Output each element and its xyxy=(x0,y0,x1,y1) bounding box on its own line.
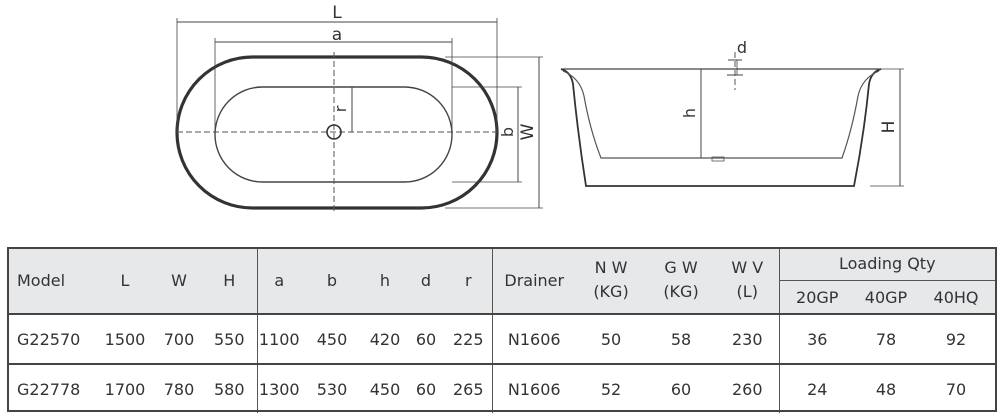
cell-L: 1700 xyxy=(104,379,146,399)
cell-40gp: 48 xyxy=(875,379,897,399)
dimension-label-W: W xyxy=(518,123,538,140)
cell-nw: 50 xyxy=(576,314,646,365)
cell-20gp: 36 xyxy=(778,314,855,365)
cell-model: G22778 xyxy=(17,379,81,399)
top-view: L a r b W xyxy=(175,3,543,212)
table-header-row: Model L W H a b h d r Drainer N W (KG) G… xyxy=(7,247,996,315)
cell-d: 60 xyxy=(415,379,437,399)
dimension-label-h: h xyxy=(680,108,699,118)
header-water-volume: W V (L) xyxy=(716,247,779,315)
header-gw-line1: G W xyxy=(664,258,698,277)
cell-wv: 230 xyxy=(716,314,779,365)
dimension-label-d: d xyxy=(737,38,747,57)
drain-hole xyxy=(326,124,342,140)
table-subheader-row: 20GP 40GP 40HQ xyxy=(7,280,996,315)
cell-model: G22570 xyxy=(7,314,94,365)
cell-drainer: N1606 xyxy=(491,314,576,365)
header-nw-line2: (KG) xyxy=(593,282,629,301)
cell-gw: 58 xyxy=(646,314,716,365)
cell-W: 780 xyxy=(163,379,195,399)
cell-b: 450 xyxy=(301,314,363,365)
cell-40gp: 78 xyxy=(855,314,917,365)
header-loading-qty: Loading Qty xyxy=(778,247,996,281)
cell-d: 60 xyxy=(407,314,445,365)
cell-H: 580 xyxy=(213,379,245,399)
header-40hq: 40HQ xyxy=(917,280,996,315)
dimension-label-b: b xyxy=(498,127,517,137)
header-gross-weight: G W (KG) xyxy=(646,247,716,315)
cell-drainer: N1606 xyxy=(491,364,576,413)
cell-nw: 52 xyxy=(600,379,622,399)
cell-40hq: 92 xyxy=(917,314,996,365)
header-L: L xyxy=(94,247,156,315)
dimension-label-a: a xyxy=(332,25,342,45)
side-view: d h H xyxy=(560,38,904,187)
header-W: W xyxy=(156,247,202,315)
header-h: h xyxy=(363,247,407,315)
header-wv-line1: W V xyxy=(731,258,764,277)
header-d: d xyxy=(407,247,445,315)
header-r: r xyxy=(445,247,492,315)
cell-40hq: 70 xyxy=(945,379,967,399)
table-row: G22778 1700 780 580 1300 530 450 60 265 … xyxy=(7,364,995,413)
table-row: G22570 1500 700 550 1100 450 420 60 225 … xyxy=(7,314,996,365)
cell-h: 420 xyxy=(363,314,407,365)
cell-W: 700 xyxy=(156,314,202,365)
dimension-label-H: H xyxy=(879,121,899,134)
dimension-label-r: r xyxy=(331,105,350,112)
header-nw-line1: N W xyxy=(594,258,628,277)
header-b: b xyxy=(301,247,363,315)
header-net-weight: N W (KG) xyxy=(576,247,646,315)
header-20gp: 20GP xyxy=(778,280,855,315)
header-drainer: Drainer xyxy=(491,247,576,315)
cell-L: 1500 xyxy=(94,314,156,365)
cell-b: 530 xyxy=(316,379,348,399)
tub-outer-profile xyxy=(560,68,882,187)
header-40gp: 40GP xyxy=(855,280,917,315)
cell-a: 1300 xyxy=(256,364,301,413)
cell-wv: 260 xyxy=(731,379,763,399)
header-a: a xyxy=(256,247,301,315)
specification-table: Model L W H a b h d r Drainer N W (KG) G… xyxy=(7,247,996,413)
cell-h: 450 xyxy=(369,379,401,399)
cell-gw: 60 xyxy=(670,379,692,399)
header-model: Model xyxy=(7,247,94,315)
header-wv-line2: (L) xyxy=(736,282,758,301)
dimension-label-L: L xyxy=(332,3,342,23)
cell-r: 225 xyxy=(445,314,492,365)
drain-outlet xyxy=(711,156,725,162)
tub-inner-profile xyxy=(562,70,880,159)
cell-a: 1100 xyxy=(256,314,301,365)
cell-r: 265 xyxy=(452,379,484,399)
header-H: H xyxy=(202,247,257,315)
cell-20gp: 24 xyxy=(778,364,855,413)
cell-H: 550 xyxy=(202,314,257,365)
bathtub-technical-drawing: L a r b W d xyxy=(175,3,904,212)
header-gw-line2: (KG) xyxy=(663,282,699,301)
